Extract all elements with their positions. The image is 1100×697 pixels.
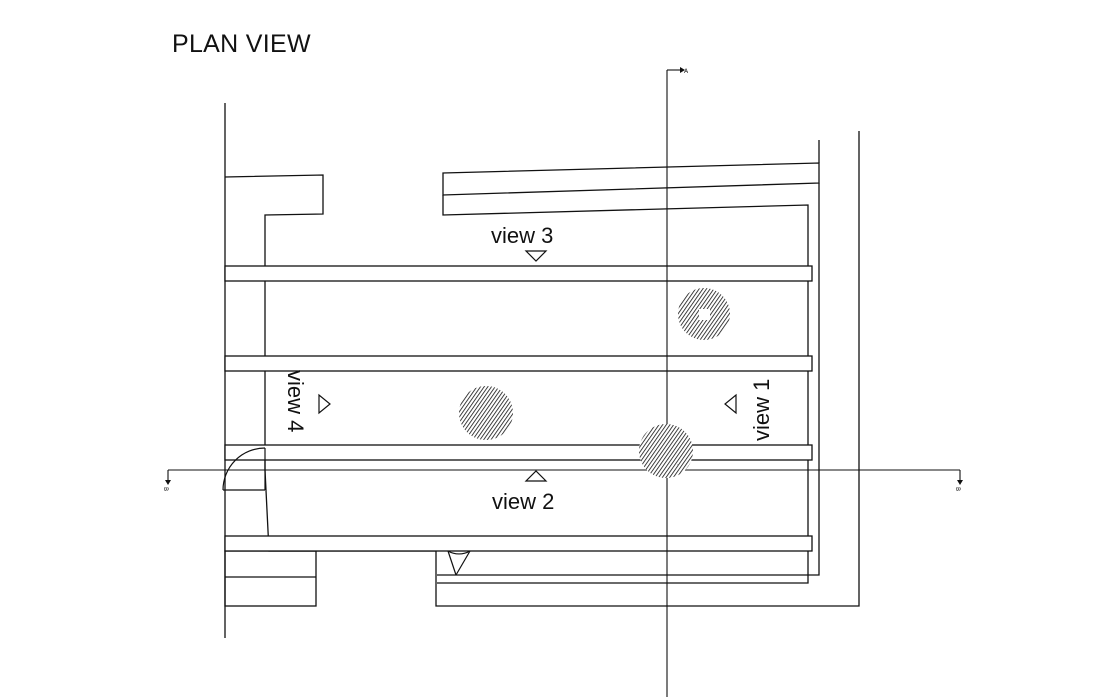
tree-canopy-icon	[678, 288, 730, 340]
section-a-label: A	[684, 68, 689, 75]
bottom-left-block	[224, 550, 317, 607]
view-3-marker-icon	[524, 250, 548, 262]
door-swing-icon	[447, 550, 471, 576]
view-1-label: view 1	[749, 379, 774, 441]
page-title: PLAN VIEW	[172, 30, 311, 58]
view-3-label: view 3	[491, 223, 553, 248]
view-2-marker-icon	[524, 470, 548, 482]
section-b-left-label: B	[162, 487, 169, 491]
tree-canopy-icon	[459, 386, 513, 440]
section-b-right-arrowhead	[957, 480, 963, 485]
top-left-wall	[224, 174, 324, 470]
view-4-marker-icon	[318, 393, 331, 415]
section-b-left-arrowhead	[165, 480, 171, 485]
top-right-wall	[442, 162, 820, 196]
tree-canopy-icon	[639, 424, 693, 478]
beam-3	[224, 444, 813, 461]
right-boundary-line	[435, 131, 860, 607]
section-b-right-label: B	[954, 487, 961, 491]
view-2-label: view 2	[492, 489, 554, 514]
section-a-arrowhead	[680, 67, 685, 73]
outer-east-wall-lower	[437, 183, 820, 576]
beam-2	[224, 355, 813, 372]
beam-1	[224, 265, 813, 282]
top-right-return	[437, 195, 809, 584]
door-swing-icon	[222, 447, 266, 491]
view-4-label: view 4	[283, 370, 308, 432]
view-1-marker-icon	[724, 393, 737, 415]
beam-4	[224, 535, 813, 552]
